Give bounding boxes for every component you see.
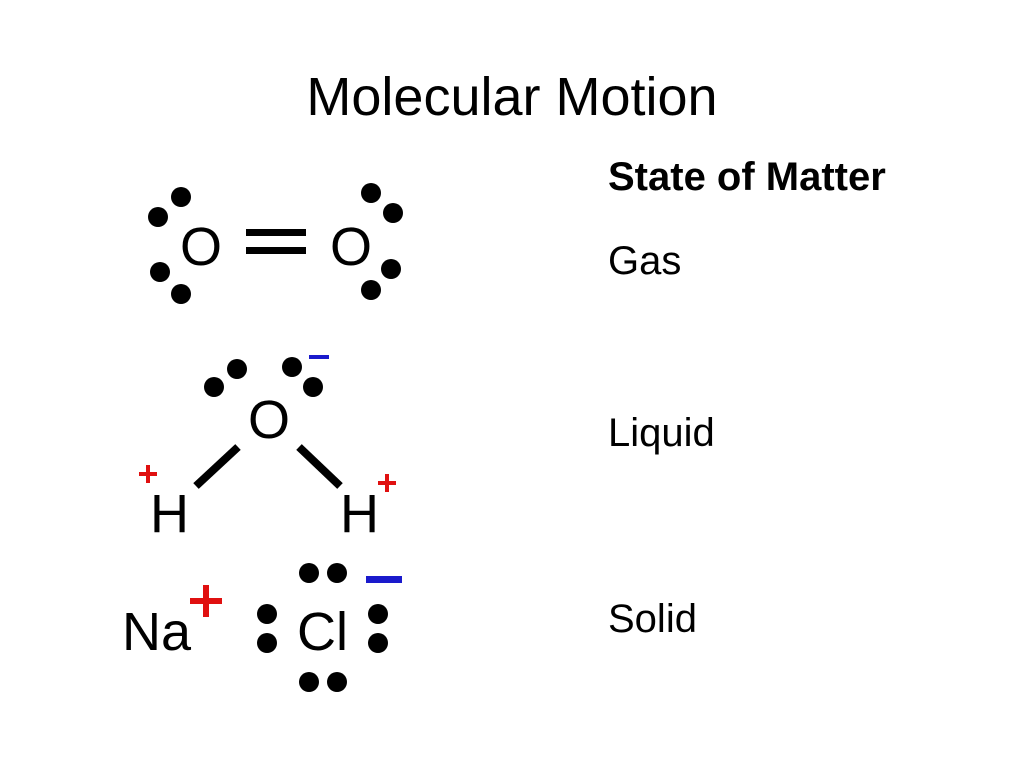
electron-dot [327,563,347,583]
electron-dot [361,183,381,203]
oxygen-atom-left: O [180,217,222,277]
sodium-chloride: Na Cl [122,563,402,692]
electron-dot [381,259,401,279]
water-molecule: O H H [139,355,396,544]
double-bond-line-top [246,229,306,236]
sodium-positive-charge [190,585,222,617]
electron-dot [299,563,319,583]
electron-dot [361,280,381,300]
electron-dot [204,377,224,397]
water-hydrogen-left: H [150,484,189,544]
oxygen-molecule: O O [148,183,403,304]
slide-title: Molecular Motion [306,67,718,127]
state-label-liquid: Liquid [608,411,715,455]
bond-o-h-left [193,444,241,489]
electron-dot [303,377,323,397]
electron-dot [257,633,277,653]
state-label-gas: Gas [608,239,682,283]
water-hydrogen-right: H [340,484,379,544]
oxygen-atom-right: O [330,217,372,277]
chloride-negative-charge [366,576,402,583]
partial-positive-charge-right [378,474,396,492]
electron-dot [299,672,319,692]
partial-negative-charge [309,355,329,359]
electron-dot [327,672,347,692]
electron-dot [383,203,403,223]
electron-dot [148,207,168,227]
partial-positive-charge-left [139,465,157,483]
electron-dot [171,284,191,304]
bond-o-h-right [296,444,343,489]
electron-dot [227,359,247,379]
double-bond-line-bottom [246,247,306,254]
electron-dot [171,187,191,207]
electron-dot [368,604,388,624]
electron-dot [282,357,302,377]
water-oxygen-atom: O [248,390,290,450]
chloride-ion: Cl [297,602,348,662]
electron-dot [150,262,170,282]
state-of-matter-header: State of Matter [608,155,886,199]
sodium-ion: Na [122,602,192,662]
state-label-solid: Solid [608,597,697,641]
electron-dot [257,604,277,624]
electron-dot [368,633,388,653]
